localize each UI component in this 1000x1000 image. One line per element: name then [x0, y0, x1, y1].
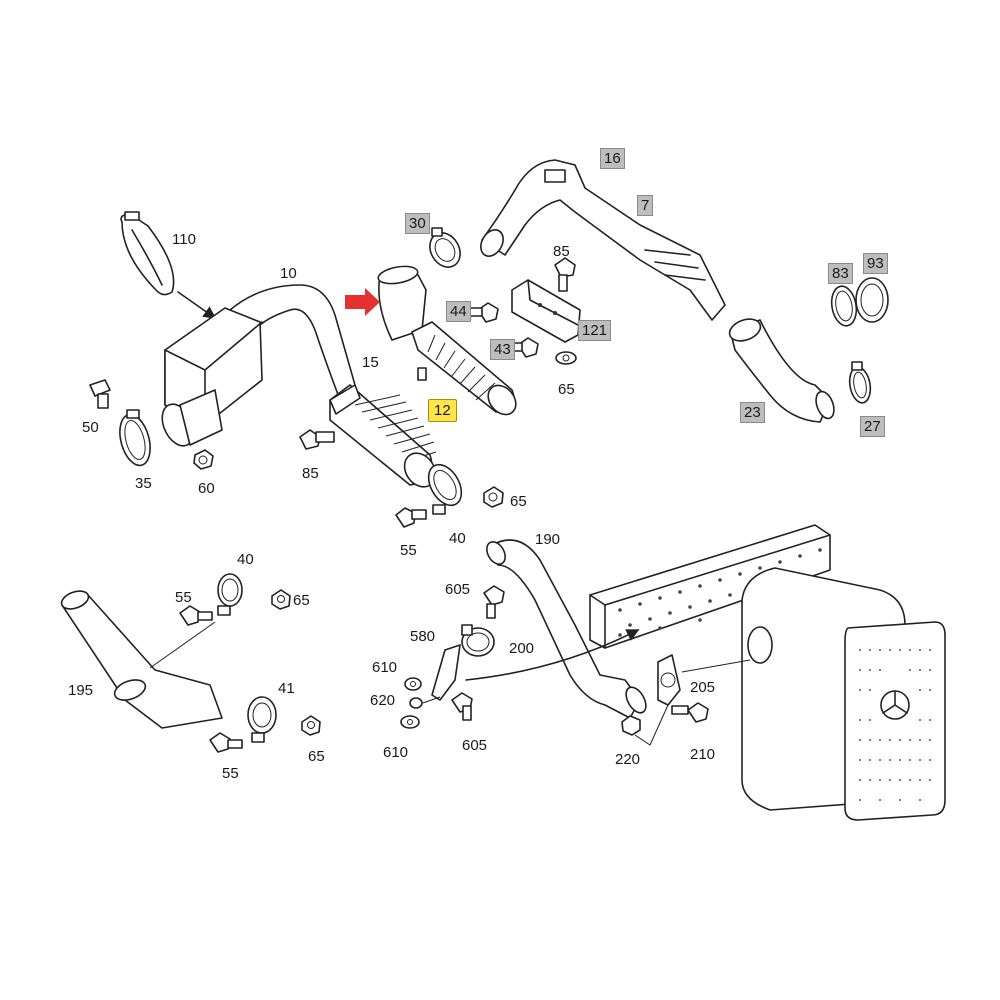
part-7-front-pipe: [480, 159, 726, 321]
part-label-121: 121: [578, 320, 612, 341]
part-195-tailpipe: [60, 590, 223, 729]
part-label-65-lower: 65: [293, 592, 310, 609]
part-15-flex-pipe: [329, 384, 437, 488]
red-arrow-indicator: [345, 288, 380, 316]
part-23-elbow-pipe: [728, 318, 835, 423]
part-label-93: 93: [863, 253, 888, 274]
part-40-clamp-middle: [427, 463, 463, 515]
part-label-65-upper: 65: [558, 381, 575, 398]
part-610-washer-upper: [404, 677, 422, 691]
part-label-83: 83: [828, 263, 853, 284]
part-label-16: 16: [600, 148, 625, 169]
part-label-65-middle: 65: [510, 493, 527, 510]
part-label-580: 580: [410, 628, 436, 645]
silencer-perforation: [859, 649, 931, 801]
part-label-40-lower: 40: [237, 551, 254, 568]
part-30-clamp: [429, 227, 461, 268]
part-label-605-upper: 605: [445, 581, 471, 598]
leader-195: [149, 621, 216, 669]
part-605-bolt-upper: [483, 585, 505, 619]
part-210-bolt: [671, 702, 709, 723]
part-605-bolt-lower: [451, 692, 473, 721]
part-205-gasket: [657, 654, 681, 706]
part-40-clamp-lower: [217, 573, 243, 616]
part-label-195: 195: [68, 682, 94, 699]
part-label-7: 7: [637, 195, 654, 216]
part-label-60: 60: [198, 480, 215, 497]
part-label-30: 30: [405, 213, 430, 234]
part-85-bolt-left: [299, 429, 335, 450]
part-label-12-highlighted: 12: [428, 399, 457, 422]
part-41-clamp: [247, 696, 277, 743]
main-silencer: [741, 567, 946, 821]
part-35-clamp: [119, 409, 151, 467]
part-label-205: 205: [690, 679, 716, 696]
part-label-41: 41: [278, 680, 295, 697]
part-label-43: 43: [490, 339, 515, 360]
part-label-10: 10: [280, 265, 297, 282]
part-label-190: 190: [535, 531, 561, 548]
part-200-clamp: [461, 624, 495, 657]
part-label-65-bottom: 65: [308, 748, 325, 765]
part-label-620: 620: [370, 692, 396, 709]
part-55-bolt-lower: [179, 605, 213, 626]
part-label-110: 110: [172, 231, 196, 248]
part-label-50: 50: [82, 419, 99, 436]
part-110-clamp: [120, 211, 175, 296]
part-220-nut: [621, 715, 641, 736]
part-label-605-lower: 605: [462, 737, 488, 754]
part-65-nut-lower: [271, 589, 291, 610]
part-label-27: 27: [860, 416, 885, 437]
part-label-200: 200: [509, 640, 535, 657]
frame-rail-holes: [618, 548, 822, 637]
part-44-bolt: [469, 302, 499, 323]
part-label-220: 220: [615, 751, 641, 768]
part-55-bolt-middle: [395, 507, 427, 528]
part-10-rear-muffler: [161, 284, 356, 447]
part-label-23: 23: [740, 402, 765, 423]
part-label-55-middle: 55: [400, 542, 417, 559]
part-121-bracket: [511, 279, 581, 343]
part-label-610-lower: 610: [383, 744, 409, 761]
part-label-55-bottom: 55: [222, 765, 239, 782]
part-label-44: 44: [446, 301, 471, 322]
leader-205: [681, 659, 751, 673]
part-label-40-middle: 40: [449, 530, 466, 547]
part-83-gasket-ring: [830, 285, 858, 327]
part-50-bolt: [89, 379, 111, 409]
part-65-nut-upper: [555, 351, 577, 365]
part-65-nut-middle: [483, 486, 504, 508]
part-580-bracket: [431, 644, 461, 701]
part-55-bolt-bottom: [209, 732, 243, 753]
part-label-15: 15: [362, 354, 379, 371]
part-93-clamp: [855, 277, 889, 323]
mount-arrow: [465, 629, 640, 681]
part-27-clamp: [848, 361, 872, 404]
part-label-610-upper: 610: [372, 659, 398, 676]
part-190-pipe: [486, 539, 647, 719]
part-label-35: 35: [135, 475, 152, 492]
leader-220-210: [634, 704, 669, 746]
part-610-washer-lower: [400, 715, 420, 729]
part-60-nut: [193, 449, 214, 470]
leader-110: [177, 291, 217, 319]
part-620-spacer: [409, 697, 423, 709]
leader-620: [422, 696, 441, 704]
part-label-210: 210: [690, 746, 716, 763]
part-65-nut-bottom: [301, 715, 321, 736]
part-85-bolt-upper: [554, 257, 576, 292]
part-label-55-lower: 55: [175, 589, 192, 606]
part-label-85-upper: 85: [553, 243, 570, 260]
part-label-85-left: 85: [302, 465, 319, 482]
part-12-flex-pipe: [377, 265, 517, 416]
